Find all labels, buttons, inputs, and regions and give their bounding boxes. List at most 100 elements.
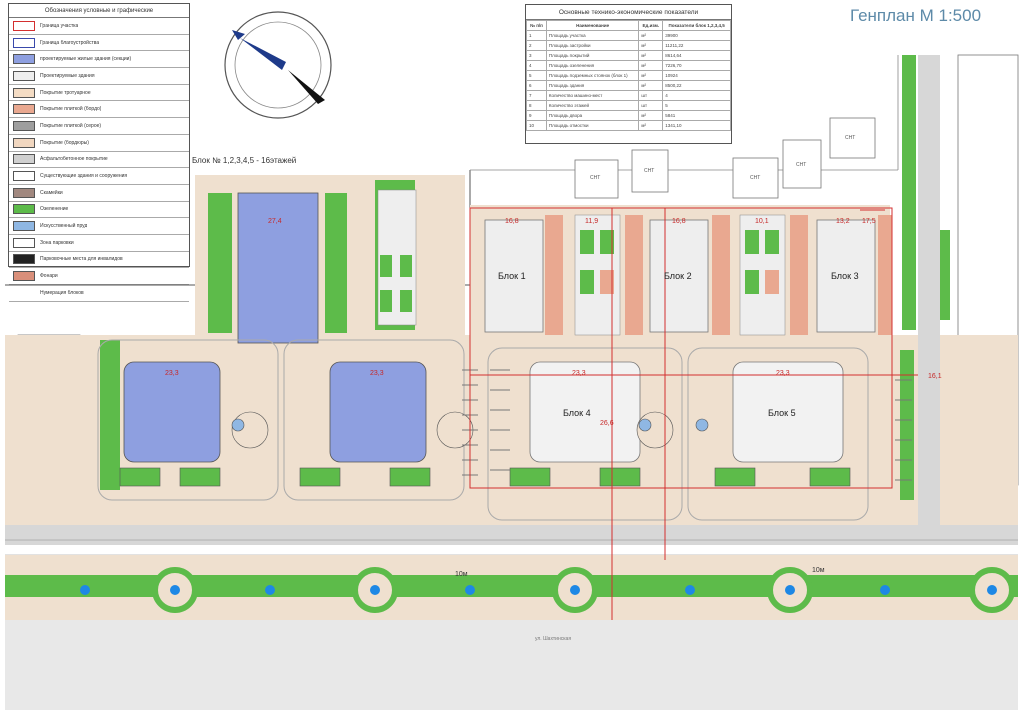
legend-item: Граница благоустройства <box>9 35 189 52</box>
legend-label: Покрытие плиткой (бордо) <box>40 106 102 113</box>
block-1-footprint <box>484 219 544 333</box>
block-5-footprint <box>732 361 844 463</box>
asphalt-road <box>918 55 940 535</box>
legend-swatch <box>13 120 35 131</box>
upper-blocks <box>484 219 876 333</box>
legend-swatch <box>13 237 35 248</box>
site-boundary <box>469 207 918 620</box>
legend-label: Нумерация блоков <box>40 289 84 296</box>
legend-label: Проектируемые здания <box>40 72 95 79</box>
boulevard-fountains <box>80 567 1015 613</box>
existing-building-label: СНТ <box>590 175 601 181</box>
dimension-label: 16,8 <box>505 218 519 225</box>
legend-label: Озеленение <box>40 206 69 213</box>
legend-swatch <box>13 171 35 182</box>
compass-icon <box>224 11 332 119</box>
pond <box>237 192 319 344</box>
dimension-label: 10м <box>455 571 468 578</box>
legend-item: Зона парковки <box>9 235 189 252</box>
legend-label: Парковочные места для инвалидов <box>40 256 123 263</box>
blocks-caption: Блок № 1,2,3,4,5 - 16этажей <box>192 156 297 165</box>
courtyard-frames <box>97 339 869 521</box>
tep-table-header: Основные технико-экономические показател… <box>526 5 731 20</box>
table-cell: 1341,10 <box>662 120 731 131</box>
legend-item: Покрытие плиткой (серое) <box>9 118 189 135</box>
legend-label: Граница участка <box>40 22 79 29</box>
legend-swatch <box>13 287 35 298</box>
existing-building <box>732 157 779 199</box>
legend-label: Существующие здания и сооружения <box>40 173 128 180</box>
asphalt-road <box>5 525 1018 545</box>
dimension-label: 13,2 <box>836 218 850 225</box>
dimension-label: 10м <box>812 567 825 574</box>
legend-swatch <box>13 87 35 98</box>
tep-table-panel: Основные технико-экономические показател… <box>525 4 732 144</box>
street-asphalt <box>5 620 1018 710</box>
legend-label: Граница благоустройства <box>40 39 100 46</box>
legend-item: Искусственный пруд <box>9 218 189 235</box>
dimension-label: 11,9 <box>585 218 599 225</box>
existing-building <box>782 139 822 189</box>
legend-swatch <box>13 20 35 31</box>
dimension-label: 10,1 <box>755 218 769 225</box>
block-label: Блок 2 <box>664 271 692 281</box>
existing-building <box>574 159 619 199</box>
legend-item: проектируемые жилые здания (секции) <box>9 51 189 69</box>
legend-item: Покрытие (бордюры) <box>9 135 189 152</box>
block-label: Блок 3 <box>831 271 859 281</box>
legend-swatch <box>13 221 35 232</box>
page-title: Генплан М 1:500 <box>850 6 982 25</box>
legend-panel: Обозначения условные и графические Грани… <box>8 3 190 302</box>
legend-swatch <box>13 54 35 65</box>
legend-item: Парковочные места для инвалидов <box>9 252 189 269</box>
legend-header: Обозначения условные и графические <box>9 4 189 18</box>
legend-item: Проектируемые здания <box>9 68 189 85</box>
legend-swatch <box>13 70 35 81</box>
legend-swatch <box>13 271 35 282</box>
block-label: Блок 4 <box>563 408 591 418</box>
legend-item: Граница участка <box>9 18 189 35</box>
dimension-label: 16,8 <box>672 218 686 225</box>
block-3-footprint <box>816 219 876 333</box>
block-label: Блок 5 <box>768 408 796 418</box>
existing-building-label: СНТ <box>845 135 856 141</box>
dimension-label: 23,3 <box>572 370 586 377</box>
legend-swatch <box>13 204 35 215</box>
legend-item: Существующие здания и сооружения <box>9 168 189 185</box>
block-2-footprint <box>649 219 709 333</box>
legend-swatch <box>13 37 35 48</box>
legend-label: Покрытие тротуарное <box>40 89 91 96</box>
table-cell: Площадь отмостки <box>545 120 640 131</box>
existing-building-label: СНТ <box>796 162 807 168</box>
boulevard-greenery <box>5 575 1018 597</box>
legend-label: Покрытие плиткой (серое) <box>40 122 102 129</box>
dimension-label: 17,5 <box>862 218 876 225</box>
legend-swatch <box>13 137 35 148</box>
legend-label: Покрытие (бордюры) <box>40 139 89 146</box>
tile-paving-bordo <box>545 215 892 335</box>
legend-label: Искусственный пруд <box>40 223 88 230</box>
legend-item: Озеленение <box>9 202 189 219</box>
dimension-label: 26,6 <box>600 420 614 427</box>
garden-circles <box>119 411 851 487</box>
legend-label: проектируемые жилые здания (секции) <box>40 56 132 63</box>
dimension-label: 23,3 <box>370 370 384 377</box>
legend-label: Скамейки <box>40 189 63 196</box>
dimension-label: 23,3 <box>776 370 790 377</box>
legend-swatch <box>13 254 35 265</box>
legend-item: Скамейки <box>9 185 189 202</box>
block-label: Блок 1 <box>498 271 526 281</box>
legend-swatch <box>13 154 35 165</box>
legend-label: Асфальтобетонное покрытие <box>40 156 108 163</box>
dimension-label: 16,1 <box>928 373 942 380</box>
legend-swatch <box>13 187 35 198</box>
legend-item: Асфальтобетонное покрытие <box>9 152 189 169</box>
legend-label: Фонари <box>40 273 58 280</box>
residential-blocks-blue <box>123 361 427 463</box>
